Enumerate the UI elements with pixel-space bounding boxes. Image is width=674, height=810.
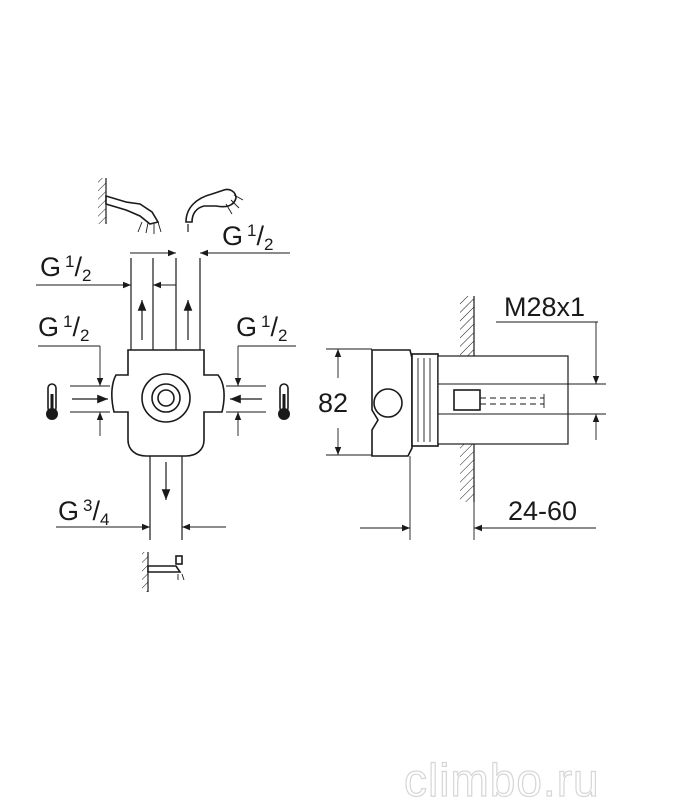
side-view: 82 M28x1 24-60 <box>318 292 606 540</box>
depth-range-label: 24-60 <box>508 496 577 526</box>
hand-shower-icon <box>185 188 244 232</box>
thread-size-label: M28x1 <box>504 292 585 322</box>
side-port <box>373 388 403 418</box>
watermark: climbo.ru <box>404 754 600 806</box>
thermometer-icon <box>46 383 58 420</box>
wall-shower-head-icon <box>98 178 162 234</box>
height-dimension: 82 <box>318 388 348 418</box>
bath-spout-icon <box>142 552 185 592</box>
thermometer-icon <box>278 383 290 420</box>
